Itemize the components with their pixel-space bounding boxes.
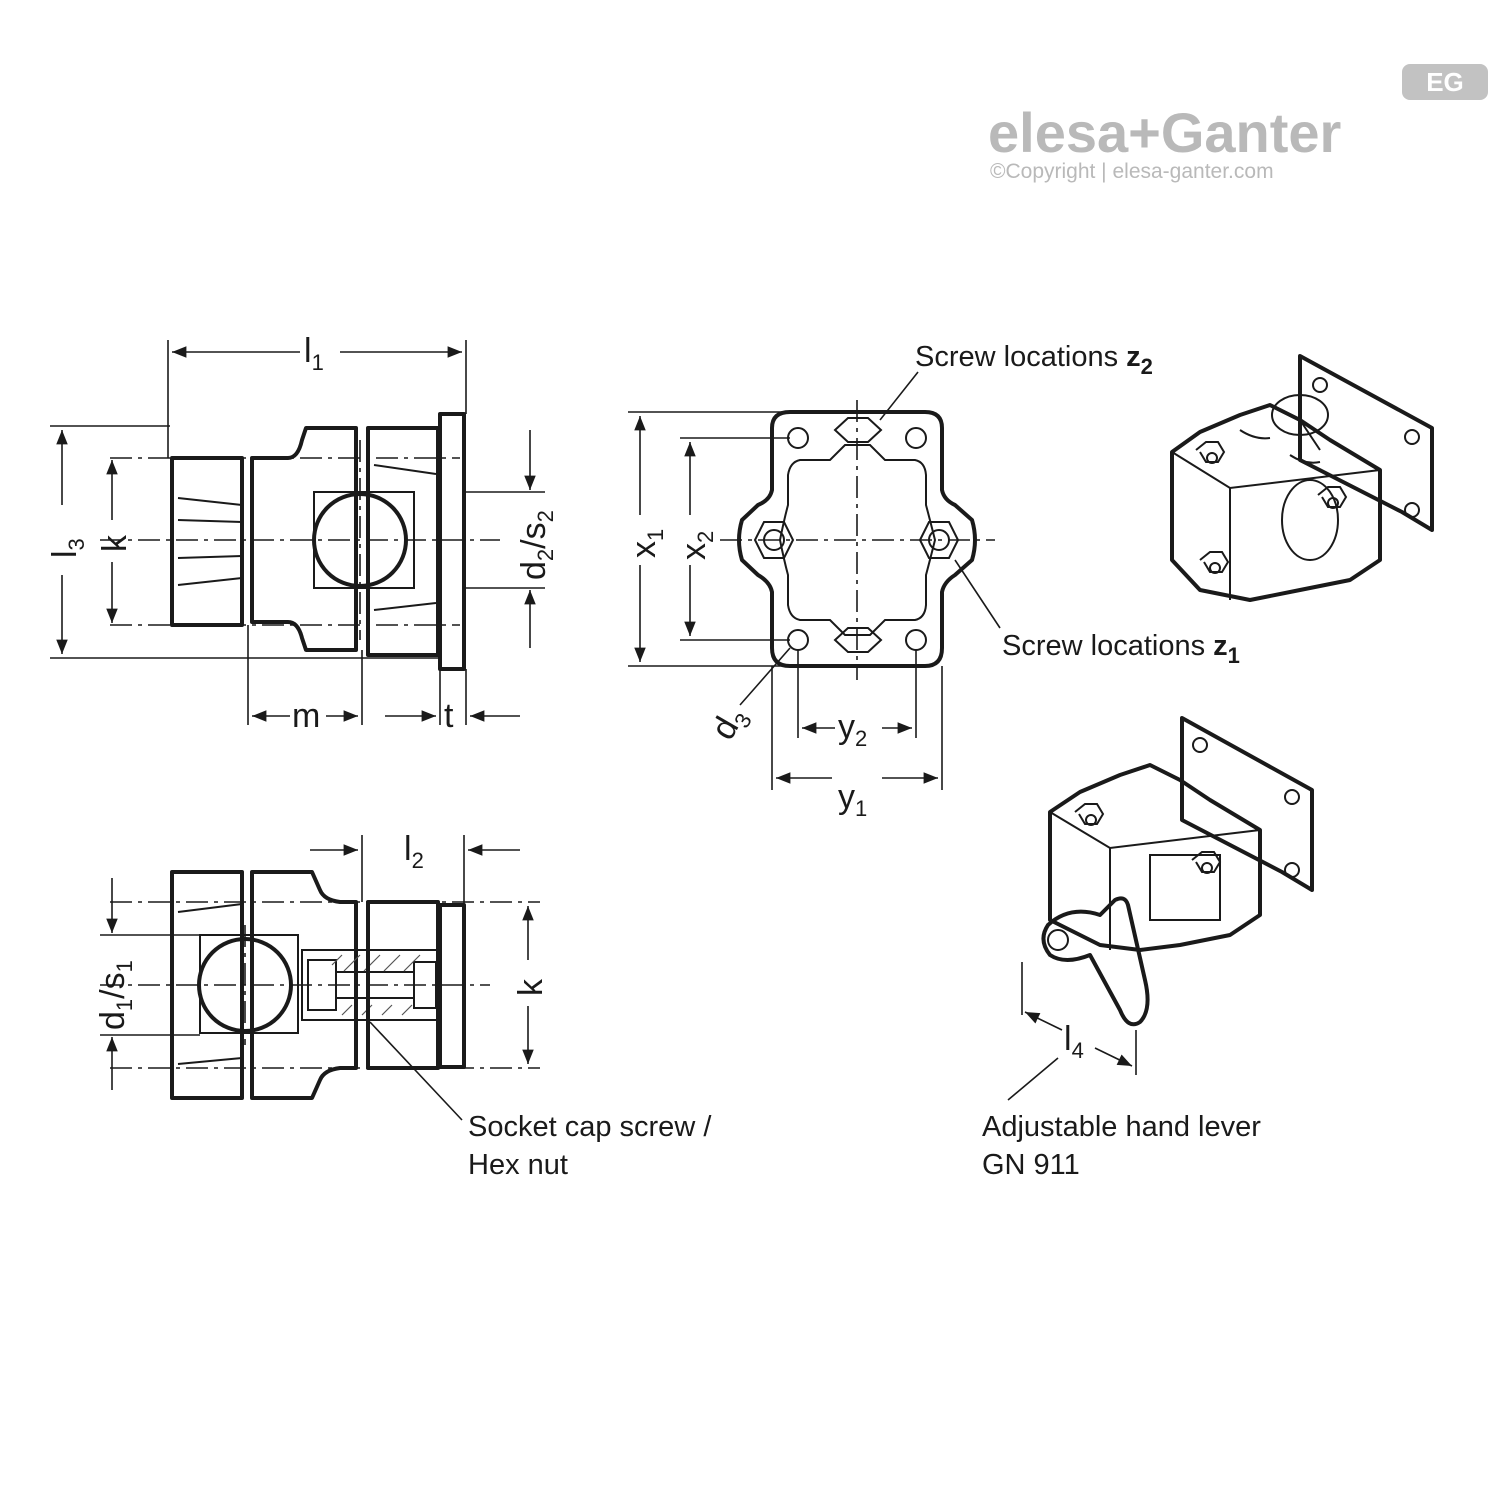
iso1-screw-2 (1317, 486, 1348, 508)
front-flange (438, 412, 466, 671)
logo-copyright: ©Copyright | elesa-ganter.com (990, 160, 1274, 183)
iso1-flange (1298, 354, 1434, 532)
callout-socket-line2: Hex nut (468, 1149, 568, 1181)
logo-badge (1402, 64, 1488, 100)
dim-k-top: k (512, 978, 550, 996)
dim-y2: y2 (838, 708, 867, 751)
front-middle-block (250, 426, 358, 652)
hand-lever (1041, 896, 1150, 1027)
dim-l2: l2 (404, 830, 424, 873)
iso1-screw-3 (1199, 551, 1230, 573)
top-view: l2 d1/s1 k Socket cap screw / Hex nut (94, 830, 712, 1181)
callout-screw-z1: Screw locations z1 (1002, 630, 1240, 668)
callout-lever-line2: GN 911 (982, 1149, 1080, 1181)
corner-hole-bl (787, 629, 809, 651)
dim-d3: d3 (704, 700, 757, 748)
dim-d1-s1: d1/s1 (94, 960, 137, 1030)
flange-inner-outline (778, 444, 937, 636)
front-right-block (366, 426, 440, 657)
iso2-window (1149, 854, 1221, 921)
top-flange (438, 903, 466, 1069)
dim-l4: l4 (1064, 1020, 1084, 1063)
front-view: l1 l3 k d2/s2 m t (46, 332, 558, 735)
z1-leader (954, 559, 1001, 629)
callout-lever-line1: Adjustable hand lever (982, 1111, 1261, 1143)
hex-top (833, 417, 883, 443)
iso2-screw-2 (1191, 851, 1222, 873)
dim-l1: l1 (304, 332, 324, 375)
flange-outline (737, 410, 977, 668)
front-left-block (170, 456, 244, 627)
side-view: x1 x2 y2 y1 d3 Screw locations z2 Screw … (625, 341, 1240, 821)
lever-pivot (1047, 929, 1069, 951)
iso1-screw-1 (1195, 441, 1226, 463)
iso2-screw-1 (1074, 803, 1105, 825)
dim-t: t (444, 697, 454, 735)
callout-screw-z2: Screw locations z2 (915, 341, 1153, 379)
dim-x1: x1 (625, 529, 668, 558)
dim-d2-s2: d2/s2 (515, 510, 558, 580)
brand-logo: EG elesa+Ganter ©Copyright | elesa-gante… (988, 64, 1488, 183)
iso-view-standard (1170, 354, 1434, 602)
z2-leader (879, 371, 919, 421)
dim-k-front: k (96, 534, 134, 552)
logo-badge-text: EG (1426, 67, 1464, 97)
iso-view-lever: l4 Adjustable hand lever GN 911 (982, 716, 1314, 1181)
callout-socket-line1: Socket cap screw / (468, 1111, 712, 1143)
iso1-body (1170, 403, 1382, 602)
dim-y1: y1 (838, 778, 867, 821)
iso1-bore-top (1271, 394, 1329, 436)
dim-m: m (292, 697, 320, 735)
iso2-body (1048, 763, 1262, 952)
logo-wordmark: elesa+Ganter (988, 101, 1341, 164)
iso1-bore-front (1281, 479, 1339, 561)
corner-hole-br (905, 629, 927, 651)
corner-hole-tl (787, 427, 809, 449)
socket-leader (369, 1021, 463, 1121)
hex-bottom (833, 627, 883, 653)
top-left-block (170, 870, 244, 1100)
lever-leader (1007, 1057, 1059, 1101)
dim-l3: l3 (46, 538, 89, 558)
corner-hole-tr (905, 427, 927, 449)
hex-left (753, 521, 795, 559)
dim-x2: x2 (675, 531, 718, 560)
iso2-flange (1180, 716, 1314, 892)
